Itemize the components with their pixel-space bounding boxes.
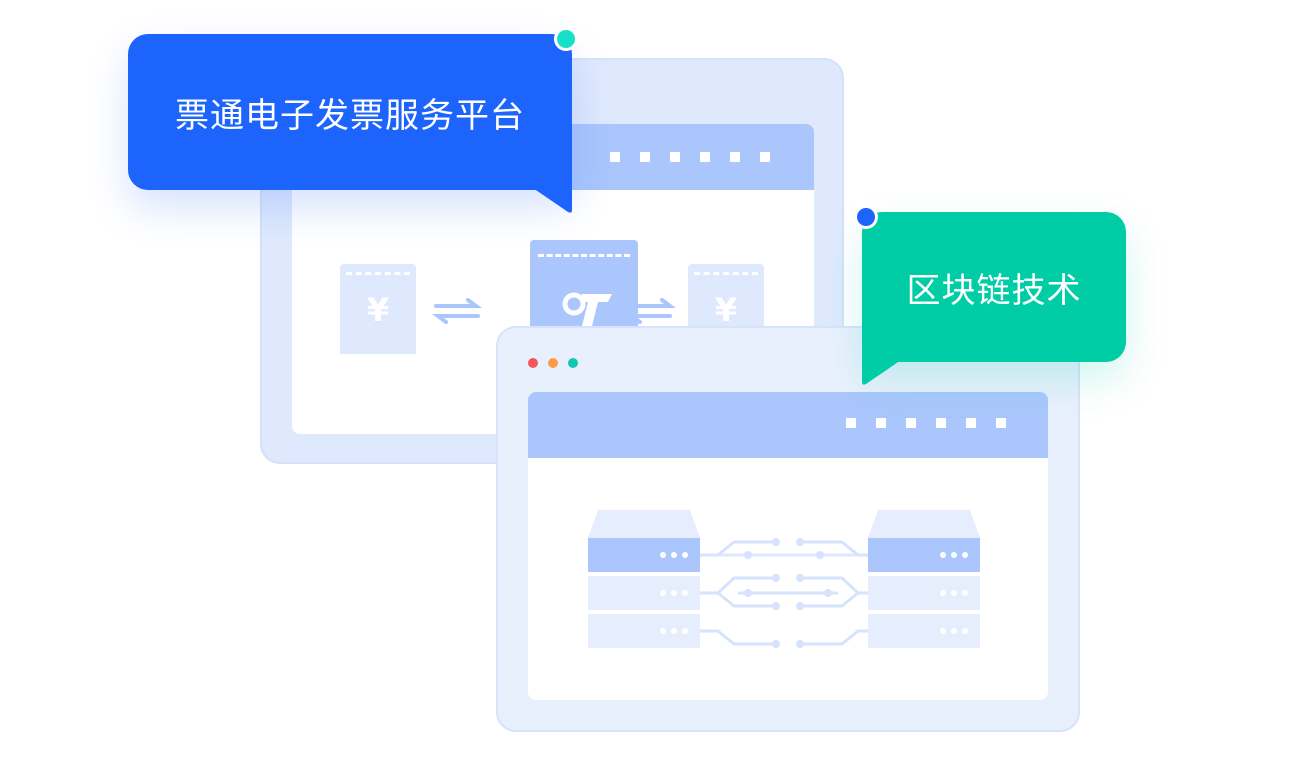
blockchain-window-content bbox=[528, 392, 1048, 700]
platform-logo-icon bbox=[562, 292, 612, 334]
platform-bubble-tail bbox=[530, 186, 572, 213]
yen-symbol: ¥ bbox=[714, 291, 738, 329]
window-minimize-dot bbox=[548, 358, 558, 368]
window-maximize-dot bbox=[568, 358, 578, 368]
header-dots bbox=[846, 418, 1006, 428]
blockchain-window-header bbox=[528, 392, 1048, 458]
exchange-arrows-right-icon bbox=[626, 298, 676, 324]
blockchain-label-text: 区块链技术 bbox=[906, 270, 1082, 311]
server-network-illustration bbox=[588, 510, 980, 648]
platform-label-bubble: 票通电子发票服务平台 bbox=[128, 34, 572, 190]
receipt-left-icon: ¥ bbox=[340, 264, 416, 360]
blockchain-status-dot bbox=[854, 205, 878, 229]
yen-symbol: ¥ bbox=[366, 291, 390, 329]
platform-label-text: 票通电子发票服务平台 bbox=[175, 95, 525, 136]
window-close-dot bbox=[528, 358, 538, 368]
network-links bbox=[700, 540, 868, 646]
right-server-icon bbox=[868, 510, 980, 648]
platform-status-dot bbox=[554, 27, 578, 51]
left-server-icon bbox=[588, 510, 700, 648]
blockchain-label-bubble: 区块链技术 bbox=[862, 212, 1126, 362]
exchange-arrows-left-icon bbox=[432, 298, 482, 324]
blockchain-window bbox=[496, 326, 1080, 732]
header-dots bbox=[610, 152, 770, 162]
blockchain-bubble-tail bbox=[862, 358, 904, 385]
